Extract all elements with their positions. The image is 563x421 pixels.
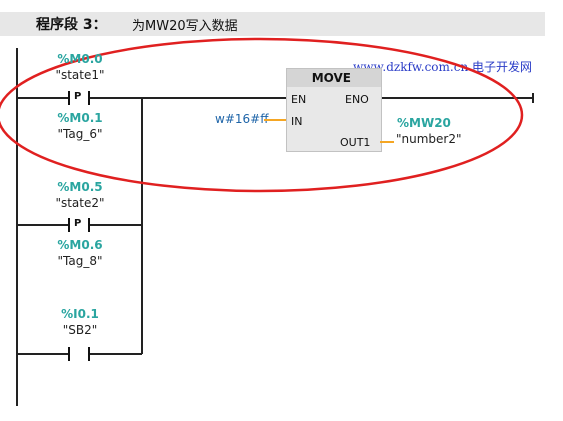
move-title: MOVE: [287, 69, 381, 87]
annotation-ellipse: [0, 37, 524, 193]
move-out-wire: [380, 141, 394, 143]
watermark: www.dzkfw.com.cn 电子开发网: [353, 60, 532, 74]
contact-2-tag[interactable]: "Tag_6": [57, 127, 103, 141]
contact-1-right-bar[interactable]: [88, 91, 90, 105]
move-instruction-box[interactable]: MOVE EN ENO IN OUT1: [286, 68, 382, 152]
move-pin-out: OUT1: [340, 136, 371, 149]
contact-4-tag[interactable]: "Tag_8": [57, 254, 103, 268]
move-out-tag[interactable]: "number2": [396, 132, 462, 146]
move-in-wire: [264, 119, 286, 121]
move-in-value[interactable]: w#16#ff: [215, 112, 269, 126]
contact-1-address: %M0.0: [57, 52, 103, 66]
contact-5-left-bar: [68, 347, 70, 361]
contact-4-address: %M0.6: [57, 238, 103, 252]
contact-1-tag[interactable]: "state1": [55, 68, 105, 82]
contact-1-type: P: [74, 91, 82, 102]
move-pin-in: IN: [291, 115, 303, 128]
contact-3-address: %M0.5: [57, 180, 103, 194]
contact-3-tag[interactable]: "state2": [55, 196, 105, 210]
contact-3-left-bar: [68, 218, 70, 232]
network-header: [0, 12, 545, 36]
contact-1-left-bar: [68, 91, 70, 105]
contact-5-right-bar[interactable]: [88, 347, 90, 361]
network-comment[interactable]: 为MW20写入数据: [132, 19, 238, 34]
network-title: 程序段 3：: [36, 17, 107, 33]
contact-2-address: %M0.1: [57, 111, 103, 125]
contact-5-tag[interactable]: "SB2": [62, 323, 98, 337]
move-pin-en: EN: [291, 93, 307, 106]
contact-5-address: %I0.1: [61, 307, 99, 321]
move-out-address: %MW20: [397, 116, 451, 130]
move-pin-eno: ENO: [345, 93, 369, 106]
contact-3-type: P: [74, 218, 82, 229]
contact-3-right-bar[interactable]: [88, 218, 90, 232]
